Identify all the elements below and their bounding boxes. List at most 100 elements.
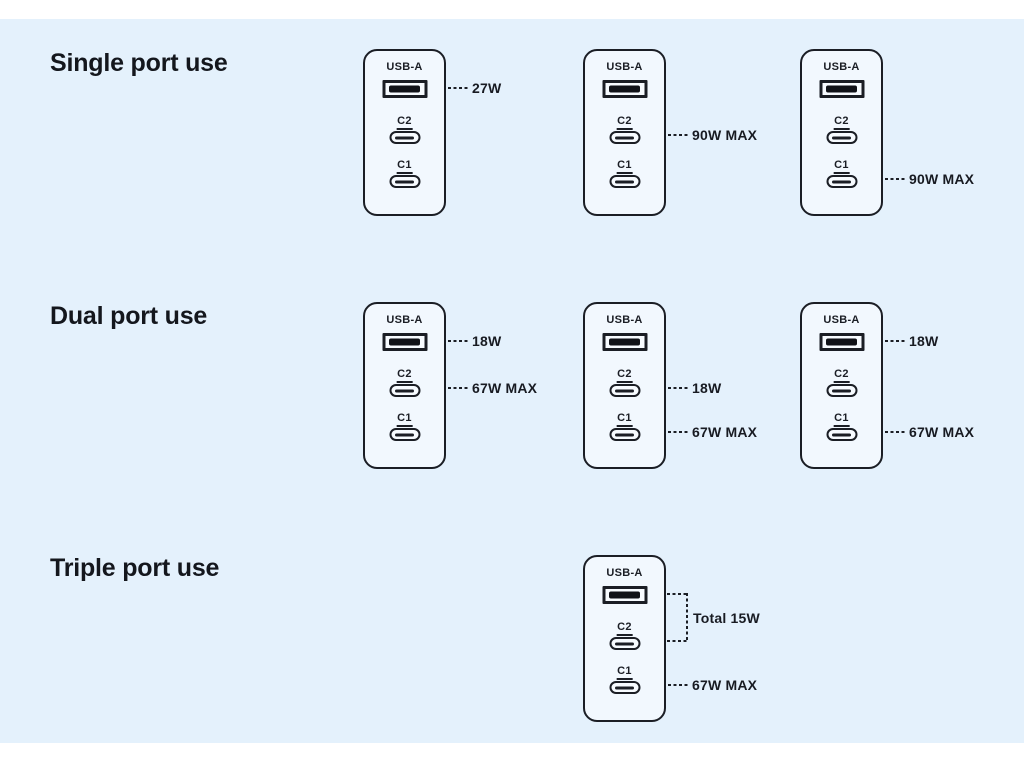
c2-pin	[615, 136, 634, 139]
c1-port-icon	[826, 175, 857, 188]
c1-pin	[615, 180, 634, 183]
section-title-triple-port: Triple port use	[50, 554, 220, 582]
c2-port-label: C2	[616, 621, 633, 636]
usb-a-pin	[389, 338, 420, 346]
charger-single-3: USB-A C2 C1	[800, 49, 883, 216]
c1-port-label: C1	[616, 665, 633, 680]
section-title-dual-port: Dual port use	[50, 302, 208, 330]
c2-pin	[395, 136, 414, 139]
c2-port-label: C2	[396, 115, 413, 130]
annotation-triple-c1: 67W MAX	[668, 677, 757, 693]
c2-port-icon	[389, 384, 420, 397]
c2-pin	[832, 136, 851, 139]
charger-dual-1: USB-A C2 C1	[363, 302, 446, 469]
charger-dual-2: USB-A C2 C1	[583, 302, 666, 469]
c2-pin	[615, 389, 634, 392]
c1-pin	[615, 686, 634, 689]
charger-single-2: USB-A C2 C1	[583, 49, 666, 216]
dashed-leader-line	[448, 87, 468, 89]
power-value: 67W MAX	[472, 380, 538, 396]
c1-port-icon	[609, 681, 640, 694]
dashed-leader-line	[448, 387, 468, 389]
dashed-leader-line	[885, 178, 905, 180]
c1-pin	[832, 180, 851, 183]
charger-dual-3: USB-A C2 C1	[800, 302, 883, 469]
usb-a-pin	[389, 85, 420, 93]
power-value: 18W	[692, 380, 722, 396]
c1-port-label: C1	[833, 159, 850, 174]
annotation-dual-1-c2: 67W MAX	[448, 380, 537, 396]
c1-port-label: C1	[616, 159, 633, 174]
annotation-single-2-c2: 90W MAX	[668, 127, 757, 143]
annotation-dual-3-c1: 67W MAX	[885, 424, 974, 440]
power-value: 27W	[472, 80, 502, 96]
dashed-bracket-vertical	[686, 593, 688, 642]
usb-a-port-icon	[602, 80, 647, 98]
c2-pin	[395, 389, 414, 392]
c2-port-label: C2	[616, 368, 633, 383]
power-value: 67W MAX	[692, 424, 758, 440]
usb-a-port-icon	[602, 333, 647, 351]
c2-port-label: C2	[396, 368, 413, 383]
c1-port-icon	[826, 428, 857, 441]
c2-port-label: C2	[833, 115, 850, 130]
c2-port-label: C2	[833, 368, 850, 383]
power-value: 18W	[472, 333, 502, 349]
power-value: 67W MAX	[692, 677, 758, 693]
annotation-single-3-c1: 90W MAX	[885, 171, 974, 187]
section-title-single-port: Single port use	[50, 49, 228, 77]
total-power-value: Total 15W	[693, 610, 760, 626]
c1-pin	[395, 180, 414, 183]
usb-a-port-icon	[602, 586, 647, 604]
infographic-background: Single port use Dual port use Triple por…	[0, 19, 1024, 743]
usb-a-port-label: USB-A	[823, 314, 860, 326]
usb-a-pin	[609, 85, 640, 93]
usb-a-port-label: USB-A	[823, 61, 860, 73]
dashed-leader-line-bottom	[667, 640, 688, 642]
usb-a-pin	[609, 338, 640, 346]
charger-single-1: USB-A C2 C1	[363, 49, 446, 216]
usb-a-port-label: USB-A	[386, 314, 423, 326]
dashed-leader-line	[448, 340, 468, 342]
usb-a-port-icon	[819, 80, 864, 98]
c1-port-label: C1	[396, 412, 413, 427]
usb-a-port-icon	[382, 80, 427, 98]
dashed-leader-line	[668, 684, 688, 686]
dashed-leader-line	[668, 431, 688, 433]
usb-a-pin	[826, 338, 857, 346]
c2-port-icon	[389, 131, 420, 144]
c1-port-label: C1	[616, 412, 633, 427]
dashed-leader-line	[668, 134, 688, 136]
usb-a-pin	[609, 591, 640, 599]
dashed-leader-line	[668, 387, 688, 389]
usb-a-port-label: USB-A	[606, 61, 643, 73]
c2-port-label: C2	[616, 115, 633, 130]
c2-port-icon	[826, 384, 857, 397]
c1-pin	[832, 433, 851, 436]
c1-pin	[395, 433, 414, 436]
c1-pin	[615, 433, 634, 436]
usb-a-pin	[826, 85, 857, 93]
annotation-dual-1-usba: 18W	[448, 333, 501, 349]
usb-a-port-label: USB-A	[606, 567, 643, 579]
charger-triple: USB-A C2 C1	[583, 555, 666, 722]
usb-a-port-icon	[819, 333, 864, 351]
usb-a-port-icon	[382, 333, 427, 351]
c1-port-icon	[389, 428, 420, 441]
c1-port-label: C1	[833, 412, 850, 427]
power-value: 90W MAX	[692, 127, 758, 143]
c2-port-icon	[609, 131, 640, 144]
c2-pin	[832, 389, 851, 392]
dashed-leader-line-top	[667, 593, 688, 595]
annotation-dual-3-usba: 18W	[885, 333, 938, 349]
annotation-dual-2-c2: 18W	[668, 380, 721, 396]
c1-port-icon	[609, 428, 640, 441]
c1-port-icon	[389, 175, 420, 188]
c1-port-label: C1	[396, 159, 413, 174]
power-value: 18W	[909, 333, 939, 349]
dashed-leader-line	[885, 340, 905, 342]
usb-a-port-label: USB-A	[606, 314, 643, 326]
dashed-leader-line	[885, 431, 905, 433]
annotation-dual-2-c1: 67W MAX	[668, 424, 757, 440]
c2-port-icon	[609, 384, 640, 397]
